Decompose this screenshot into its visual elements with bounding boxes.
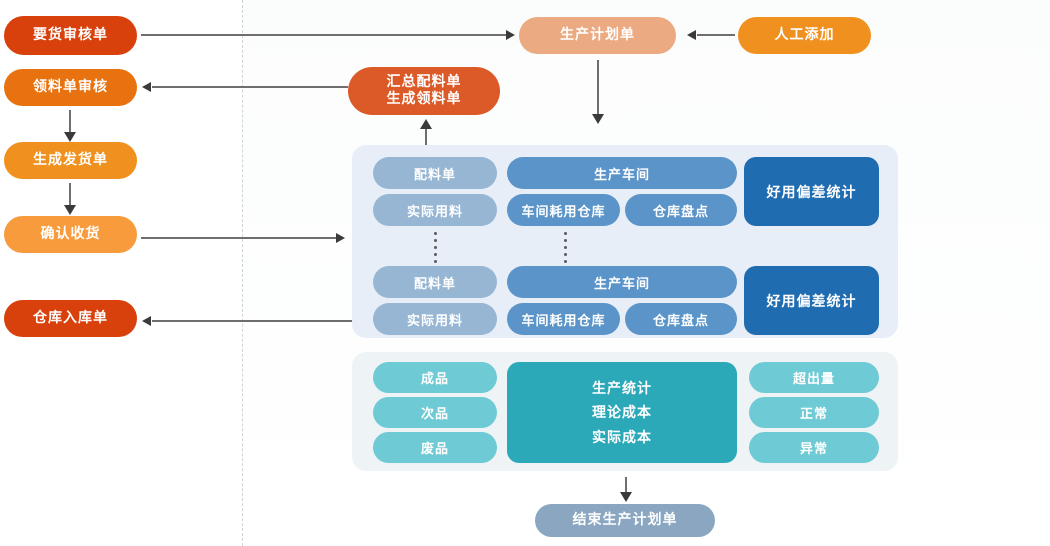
node-shengcheng-fahuodan[interactable]: 生成发货单 — [4, 142, 137, 179]
connector-stats-to-end — [625, 477, 627, 495]
stat-chaochuliang[interactable]: 超出量 — [749, 362, 879, 393]
arrowhead-down-liaoliao-fahuo — [64, 132, 76, 142]
connector-fahuo-to-shouhuo — [69, 183, 71, 207]
arrowhead-right-yaohuo-jihua — [506, 30, 515, 40]
stat-chengpin[interactable]: 成品 — [373, 362, 497, 393]
node-shengchan-jihuadan[interactable]: 生产计划单 — [519, 17, 676, 54]
row2-shengchan-chejian[interactable]: 生产车间 — [507, 266, 737, 298]
node-jieshu-shengchan-jihuadan[interactable]: 结束生产计划单 — [535, 504, 715, 537]
arrowhead-down-jihua-panel — [592, 114, 604, 124]
connector-to-liaoliaodan — [152, 86, 348, 88]
arrowhead-down-fahuo-shouhuo — [64, 205, 76, 215]
stat-cipin[interactable]: 次品 — [373, 397, 497, 428]
row2-shiji-yongliao[interactable]: 实际用料 — [373, 303, 497, 335]
connector-shouhuo-to-panel — [141, 237, 337, 239]
vertical-dashed-divider — [242, 0, 243, 546]
arrowhead-right-shouhuo-panel — [336, 233, 345, 243]
row1-shiji-yongliao[interactable]: 实际用料 — [373, 194, 497, 226]
row1-shengchan-chejian[interactable]: 生产车间 — [507, 157, 737, 189]
connector-liaoliao-to-fahuo — [69, 110, 71, 134]
connector-panel-to-huizong — [425, 128, 427, 154]
row1-chejian-haoyong-cangku[interactable]: 车间耗用仓库 — [507, 194, 620, 226]
row2-haoyong-piancha-tongji[interactable]: 好用偏差统计 — [744, 266, 879, 335]
row2-cangku-pandian[interactable]: 仓库盘点 — [625, 303, 737, 335]
arrowhead-left-liaoliaodan — [142, 82, 151, 92]
node-liaoliaodan-shenhe[interactable]: 领料单审核 — [4, 69, 137, 106]
row1-peiliaodan[interactable]: 配料单 — [373, 157, 497, 189]
stat-zhengchang[interactable]: 正常 — [749, 397, 879, 428]
row2-peiliaodan[interactable]: 配料单 — [373, 266, 497, 298]
stat-yichang[interactable]: 异常 — [749, 432, 879, 463]
node-rengong-tianjia[interactable]: 人工添加 — [738, 17, 871, 54]
stat-lilun-chengben: 理论成本 — [592, 405, 652, 422]
stat-shengchan-tongji: 生产统计 — [592, 381, 652, 398]
node-yaohuo-shenhedan[interactable]: 要货审核单 — [4, 16, 137, 55]
row1-haoyong-piancha-tongji[interactable]: 好用偏差统计 — [744, 157, 879, 226]
stat-feipin[interactable]: 废品 — [373, 432, 497, 463]
connector-jihua-down — [597, 60, 599, 116]
connector-panel-to-ruku — [152, 320, 352, 322]
connector-rengong-to-jihua — [697, 34, 735, 36]
huizong-line-1: 汇总配料单 — [386, 73, 462, 90]
arrowhead-down-stats-end — [620, 492, 632, 502]
node-cangku-rukudan[interactable]: 仓库入库单 — [4, 300, 137, 337]
row1-cangku-pandian[interactable]: 仓库盘点 — [625, 194, 737, 226]
node-huizong-peiliaodan[interactable]: 汇总配料单 生成领料单 — [348, 67, 500, 115]
arrowhead-left-rengong-jihua — [687, 30, 696, 40]
row2-chejian-haoyong-cangku[interactable]: 车间耗用仓库 — [507, 303, 620, 335]
arrowhead-up-panel-huizong — [420, 119, 432, 129]
arrowhead-left-panel-ruku — [142, 316, 151, 326]
stat-shiji-chengben: 实际成本 — [592, 429, 652, 446]
stat-center-group[interactable]: 生产统计 理论成本 实际成本 — [507, 362, 737, 463]
connector-yaohuo-to-jihua — [141, 34, 507, 36]
ellipsis-col2 — [564, 232, 567, 263]
node-queren-shouhuo[interactable]: 确认收货 — [4, 216, 137, 253]
huizong-line-2: 生成领料单 — [386, 91, 462, 107]
ellipsis-col1 — [434, 232, 437, 263]
